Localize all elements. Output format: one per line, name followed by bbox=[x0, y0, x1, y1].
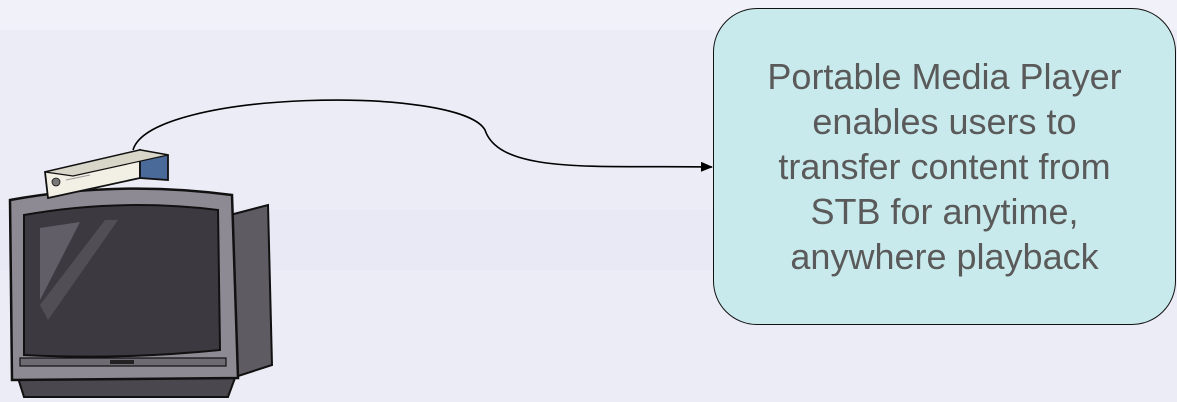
set-top-box-icon bbox=[44, 148, 169, 200]
callout-box: Portable Media Player enables users to t… bbox=[713, 8, 1176, 325]
television-icon bbox=[8, 187, 274, 398]
callout-text: Portable Media Player enables users to t… bbox=[767, 56, 1122, 277]
connector-arrow bbox=[132, 99, 713, 172]
